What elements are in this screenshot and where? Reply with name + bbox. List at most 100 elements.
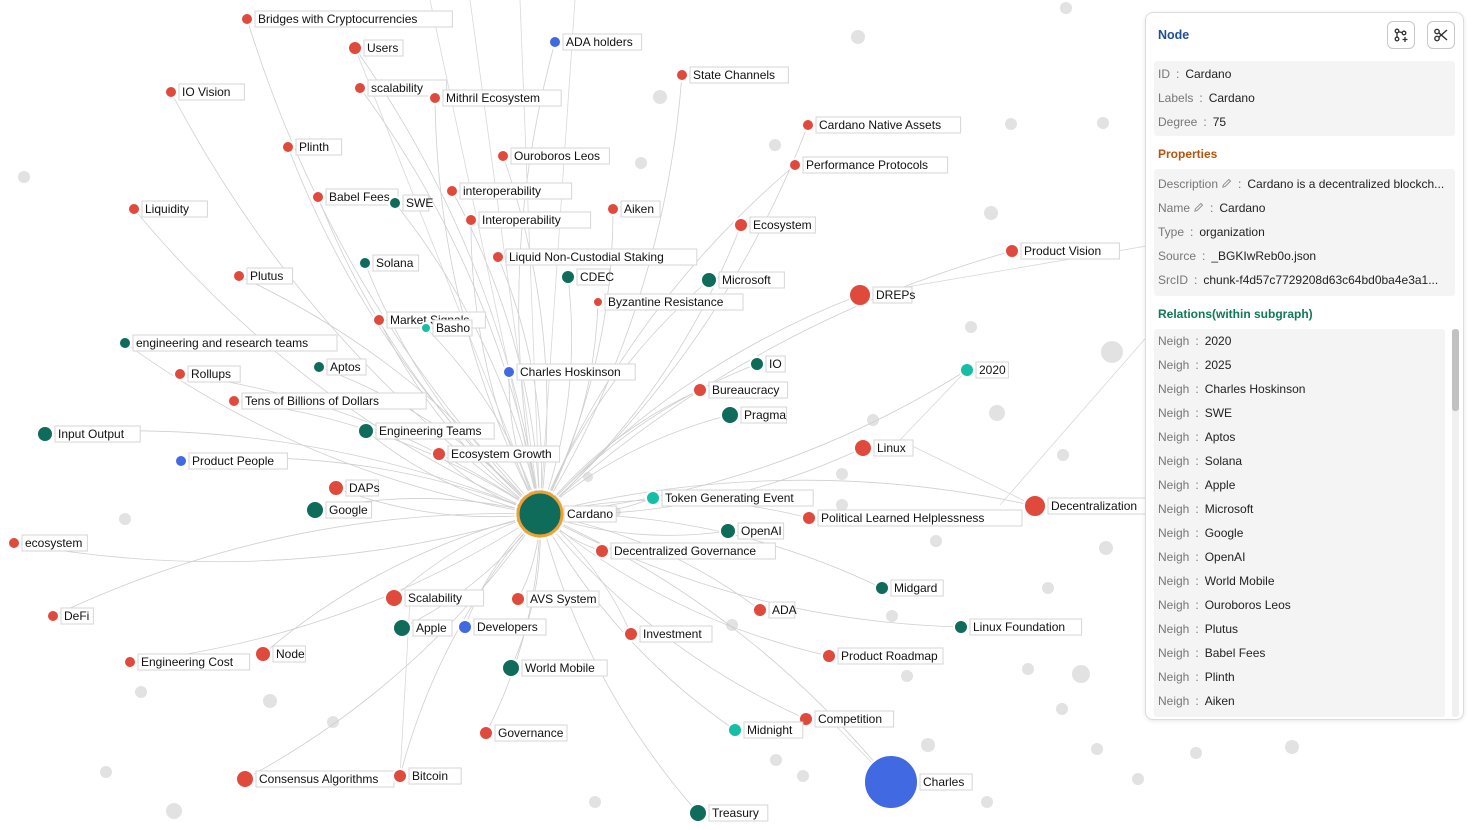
node-circle[interactable] bbox=[692, 382, 708, 398]
relations-scroll-thumb[interactable] bbox=[1452, 329, 1459, 411]
node-circle[interactable] bbox=[516, 490, 564, 538]
node-circle[interactable] bbox=[491, 250, 505, 264]
graph-node-defi[interactable]: DeFi bbox=[46, 607, 94, 625]
graph-node-cardano[interactable]: Cardano bbox=[514, 488, 617, 540]
graph-node-apple[interactable]: Apple bbox=[392, 618, 453, 638]
node-circle[interactable] bbox=[173, 367, 187, 381]
node-circle[interactable] bbox=[959, 362, 975, 378]
graph-node-governance[interactable]: Governance bbox=[478, 724, 568, 742]
edit-pencil-icon[interactable] bbox=[1193, 202, 1204, 213]
graph-node-competition[interactable]: Competition bbox=[798, 710, 895, 728]
node-circle[interactable] bbox=[445, 184, 459, 198]
node-circle[interactable] bbox=[358, 256, 372, 270]
graph-node-io[interactable]: IO bbox=[749, 355, 786, 373]
node-circle[interactable] bbox=[863, 754, 919, 810]
graph-node-basho[interactable]: Basho bbox=[420, 319, 473, 337]
graph-node-solana[interactable]: Solana bbox=[358, 254, 420, 272]
graph-node-liquidity[interactable]: Liquidity bbox=[127, 200, 208, 218]
graph-node-treasury[interactable]: Treasury bbox=[688, 803, 769, 823]
node-circle[interactable] bbox=[749, 356, 765, 372]
node-circle[interactable] bbox=[1004, 243, 1020, 259]
graph-node-rollups[interactable]: Rollups bbox=[173, 365, 241, 383]
node-circle[interactable] bbox=[240, 12, 254, 26]
graph-node-swe[interactable]: SWE bbox=[388, 194, 433, 212]
graph-node-avs-system[interactable]: AVS System bbox=[510, 590, 600, 608]
node-circle[interactable] bbox=[719, 522, 737, 540]
node-circle[interactable] bbox=[305, 500, 325, 520]
graph-node-linux-foundation[interactable]: Linux Foundation bbox=[953, 618, 1083, 636]
graph-node-google[interactable]: Google bbox=[305, 500, 373, 520]
graph-node-input-output[interactable]: Input Output bbox=[36, 425, 141, 443]
node-circle[interactable] bbox=[174, 454, 188, 468]
node-circle[interactable] bbox=[353, 81, 367, 95]
node-circle[interactable] bbox=[560, 269, 576, 285]
node-circle[interactable] bbox=[384, 588, 404, 608]
node-circle[interactable] bbox=[420, 322, 432, 334]
node-circle[interactable] bbox=[623, 626, 639, 642]
graph-node-babel-fees[interactable]: Babel Fees bbox=[311, 188, 399, 206]
graph-node-consensus-algorithms[interactable]: Consensus Algorithms bbox=[235, 769, 395, 789]
node-circle[interactable] bbox=[848, 283, 872, 307]
node-circle[interactable] bbox=[592, 296, 604, 308]
graph-nodes[interactable]: Cardano Bridges with CryptocurrenciesUser… bbox=[7, 10, 1161, 823]
node-circle[interactable] bbox=[36, 425, 54, 443]
graph-node-2020[interactable]: 2020 bbox=[959, 361, 1009, 379]
graph-node-tens-of-billions-of-dollars[interactable]: Tens of Billions of Dollars bbox=[227, 392, 427, 410]
graph-node-linux[interactable]: Linux bbox=[853, 438, 914, 458]
node-circle[interactable] bbox=[720, 405, 740, 425]
node-circle[interactable] bbox=[254, 645, 272, 663]
node-circle[interactable] bbox=[853, 438, 873, 458]
node-circle[interactable] bbox=[594, 543, 610, 559]
graph-node-mithril-ecosystem[interactable]: Mithril Ecosystem bbox=[428, 89, 562, 107]
graph-node-users[interactable]: Users bbox=[347, 39, 404, 57]
node-circle[interactable] bbox=[801, 510, 817, 526]
graph-node-aptos[interactable]: Aptos bbox=[312, 358, 367, 376]
prune-node-button[interactable] bbox=[1427, 21, 1455, 49]
node-circle[interactable] bbox=[548, 35, 562, 49]
graph-node-ecosystem-growth[interactable]: Ecosystem Growth bbox=[431, 445, 561, 463]
node-circle[interactable] bbox=[953, 619, 969, 635]
node-circle[interactable] bbox=[457, 619, 473, 635]
node-circle[interactable] bbox=[235, 769, 255, 789]
node-circle[interactable] bbox=[1023, 494, 1047, 518]
graph-node-pragma[interactable]: Pragma bbox=[720, 405, 788, 425]
graph-node-product-roadmap[interactable]: Product Roadmap bbox=[821, 647, 944, 665]
node-circle[interactable] bbox=[464, 213, 478, 227]
graph-node-plinth[interactable]: Plinth bbox=[281, 138, 343, 156]
graph-node-political-learned-helplessness[interactable]: Political Learned Helplessness bbox=[801, 509, 1023, 527]
node-circle[interactable] bbox=[372, 313, 386, 327]
graph-node-bridges-with-cryptocurrencies[interactable]: Bridges with Cryptocurrencies bbox=[240, 10, 453, 28]
graph-node-interoperability[interactable]: Interoperability bbox=[464, 211, 592, 229]
node-circle[interactable] bbox=[478, 725, 494, 741]
node-circle[interactable] bbox=[688, 803, 708, 823]
edit-pencil-icon[interactable] bbox=[1221, 178, 1232, 189]
graph-node-bureaucracy[interactable]: Bureaucracy bbox=[692, 381, 789, 399]
graph-node-daps[interactable]: DAPs bbox=[327, 479, 380, 497]
node-circle[interactable] bbox=[164, 85, 178, 99]
node-circle[interactable] bbox=[388, 196, 402, 210]
graph-node-engineering-teams[interactable]: Engineering Teams bbox=[357, 422, 495, 440]
graph-node-developers[interactable]: Developers bbox=[457, 618, 547, 636]
node-circle[interactable] bbox=[227, 394, 241, 408]
graph-node-engineering-and-research-teams[interactable]: engineering and research teams bbox=[118, 334, 338, 352]
graph-node-interoperability[interactable]: interoperability bbox=[445, 182, 573, 200]
graph-node-microsoft[interactable]: Microsoft bbox=[700, 271, 785, 289]
node-circle[interactable] bbox=[347, 40, 363, 56]
expand-node-button[interactable] bbox=[1387, 21, 1415, 49]
graph-node-midgard[interactable]: Midgard bbox=[874, 579, 944, 597]
graph-node-investment[interactable]: Investment bbox=[623, 625, 713, 643]
graph-node-node[interactable]: Node bbox=[254, 645, 306, 663]
node-circle[interactable] bbox=[357, 422, 375, 440]
node-circle[interactable] bbox=[127, 202, 141, 216]
graph-node-ecosystem[interactable]: Ecosystem bbox=[733, 216, 816, 234]
graph-node-liquid-non-custodial-staking[interactable]: Liquid Non-Custodial Staking bbox=[491, 248, 698, 266]
graph-node-io-vision[interactable]: IO Vision bbox=[164, 83, 245, 101]
node-circle[interactable] bbox=[801, 118, 815, 132]
graph-node-cdec[interactable]: CDEC bbox=[560, 268, 614, 286]
node-circle[interactable] bbox=[232, 269, 246, 283]
graph-node-charles[interactable]: Charles bbox=[863, 754, 973, 810]
graph-node-bitcoin[interactable]: Bitcoin bbox=[392, 767, 462, 785]
node-circle[interactable] bbox=[821, 648, 837, 664]
